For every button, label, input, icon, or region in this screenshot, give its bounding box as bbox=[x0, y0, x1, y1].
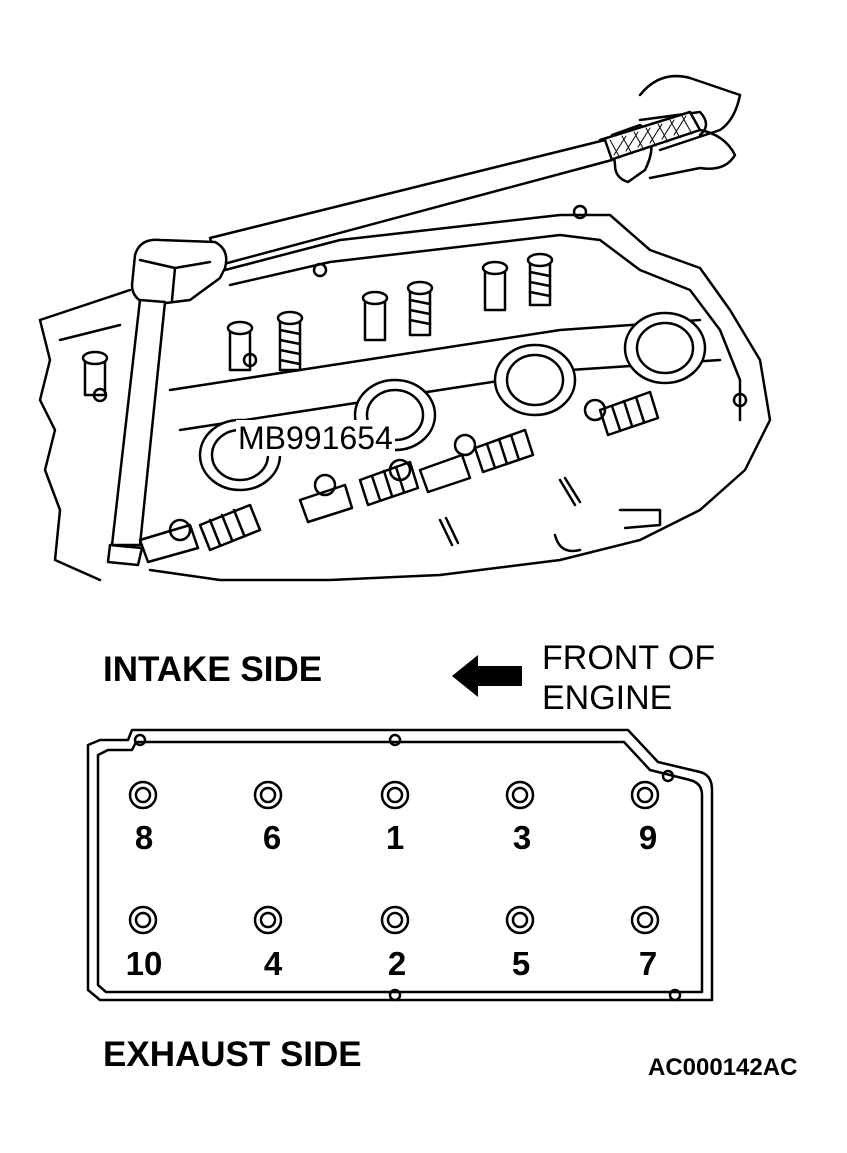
bolt-circle-icon bbox=[380, 905, 410, 935]
bolt-sequence-number: 6 bbox=[262, 819, 282, 856]
front-of-engine-line1: FRONT OF bbox=[542, 639, 716, 677]
bolt-sequence-number: 9 bbox=[638, 819, 658, 856]
bolt-sequence-number: 4 bbox=[263, 945, 283, 982]
wrench-head bbox=[130, 238, 228, 307]
front-of-engine-line2: ENGINE bbox=[542, 679, 673, 717]
cylinder-head-illustration bbox=[38, 74, 772, 582]
valve-springs-exhaust bbox=[138, 390, 660, 564]
bolt-holes bbox=[128, 780, 660, 935]
bolt-sequence-number: 1 bbox=[385, 819, 405, 856]
valve-springs-intake bbox=[81, 252, 554, 397]
bolt-sequence-number: 5 bbox=[511, 945, 531, 982]
bolt-circle-icon bbox=[128, 905, 158, 935]
front-of-engine-label: FRONT OF ENGINE bbox=[542, 638, 715, 718]
intake-side-label: INTAKE SIDE bbox=[103, 650, 323, 689]
wrench-bar bbox=[208, 138, 614, 267]
head-gasket-outline bbox=[86, 728, 714, 1002]
bolt-circle-icon bbox=[128, 780, 158, 810]
special-tool-callout: MB991654 bbox=[236, 420, 395, 456]
bolt-sequence-number: 7 bbox=[638, 945, 658, 982]
bolt-sequence-number: 3 bbox=[512, 819, 532, 856]
exhaust-side-label: EXHAUST SIDE bbox=[103, 1035, 362, 1074]
cylinder-head-body bbox=[38, 213, 772, 582]
bolt-sequence-number: 10 bbox=[125, 945, 163, 982]
bolt-circle-icon bbox=[630, 780, 660, 810]
extension-rod bbox=[110, 298, 167, 547]
arrow-left-icon bbox=[452, 655, 522, 697]
bolt-circle-icon bbox=[253, 780, 283, 810]
figure-code: AC000142AC bbox=[648, 1054, 798, 1081]
bolt-sequence-number: 2 bbox=[387, 945, 407, 982]
bolt-sequence-number: 8 bbox=[134, 819, 154, 856]
bolt-circle-icon bbox=[253, 905, 283, 935]
bolt-circle-icon bbox=[380, 780, 410, 810]
bolt-circle-icon bbox=[505, 780, 535, 810]
bolt-circle-icon bbox=[630, 905, 660, 935]
bolt-circle-icon bbox=[505, 905, 535, 935]
